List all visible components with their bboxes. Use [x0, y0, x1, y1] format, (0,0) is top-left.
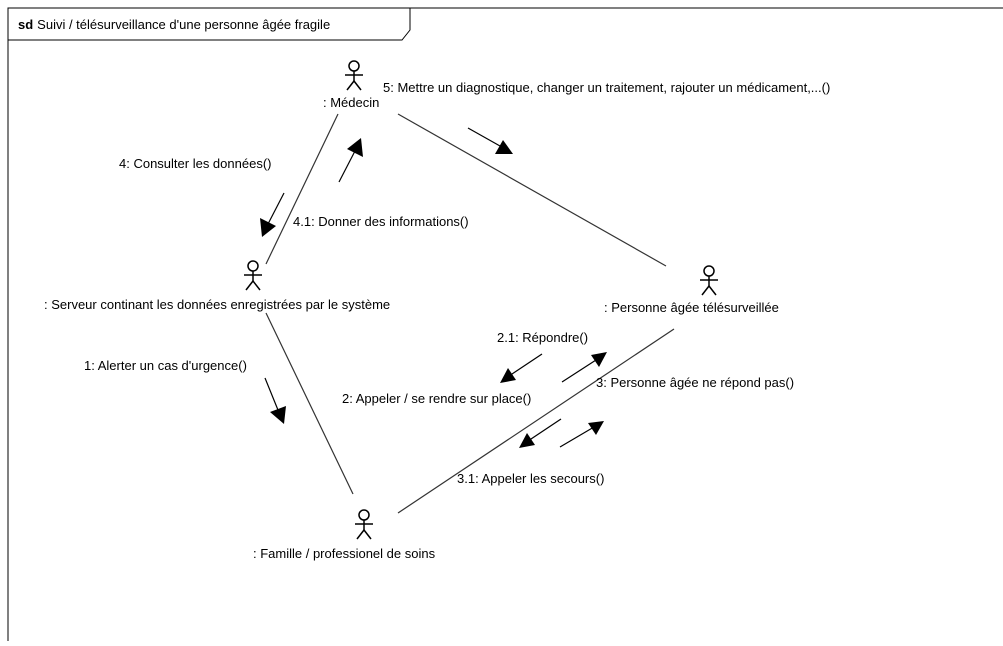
- message-arrow-shaft: [508, 353, 543, 377]
- message-3-1: 3.1: Appeler les secours(): [457, 418, 604, 486]
- message-4-1: 4.1: Donner des informations(): [293, 138, 469, 229]
- message-2: 2: Appeler / se rendre sur place(): [342, 352, 607, 406]
- diagram-frame: [7, 7, 1003, 646]
- message-label: 4.1: Donner des informations(): [293, 214, 469, 229]
- message-label: 3.1: Appeler les secours(): [457, 471, 604, 486]
- message-arrow-shaft: [561, 359, 597, 383]
- message-2-1: 2.1: Répondre(): [497, 330, 588, 383]
- message-arrow-shaft: [527, 418, 562, 442]
- actor-icon: [354, 509, 374, 540]
- actor-label: : Personne âgée télésurveillée: [604, 300, 779, 315]
- link-personne-famille: [397, 328, 675, 514]
- arrowhead-icon: [591, 352, 607, 367]
- link-medecin-personne: [397, 113, 667, 267]
- message-arrow-shaft: [267, 192, 285, 225]
- frame-keyword: sd: [18, 17, 33, 32]
- message-label: 3: Personne âgée ne répond pas(): [596, 375, 794, 390]
- arrowhead-icon: [260, 218, 276, 237]
- actor-label: : Médecin: [323, 95, 379, 110]
- link-medecin-serveur: [265, 113, 339, 265]
- actor-label: : Famille / professionel de soins: [253, 546, 436, 561]
- message-1: 1: Alerter un cas d'urgence(): [84, 358, 286, 424]
- arrowhead-icon: [495, 140, 513, 154]
- actor-label: : Serveur continant les données enregist…: [44, 297, 390, 312]
- message-arrow-shaft: [338, 150, 356, 183]
- actor-famille: : Famille / professionel de soins: [253, 509, 436, 561]
- message-3: 3: Personne âgée ne répond pas(): [559, 375, 794, 448]
- message-arrow-shaft: [559, 426, 595, 448]
- arrowhead-icon: [500, 368, 516, 383]
- arrowhead-icon: [588, 421, 604, 435]
- actor-icon: [243, 260, 263, 291]
- frame-title-text: Suivi / télésurveillance d'une personne …: [37, 17, 330, 32]
- actor-personne: : Personne âgée télésurveillée: [604, 265, 779, 315]
- message-arrow-shaft: [467, 127, 501, 147]
- arrowhead-icon: [519, 433, 535, 448]
- frame-title: sd Suivi / télésurveillance d'une personn…: [18, 17, 330, 32]
- message-4: 4: Consulter les données(): [119, 156, 285, 237]
- message-arrow-shaft: [264, 377, 279, 411]
- actor-serveur: : Serveur continant les données enregist…: [44, 260, 390, 312]
- actor-medecin: : Médecin: [323, 60, 379, 110]
- actor-icon: [344, 60, 364, 91]
- message-label: 4: Consulter les données(): [119, 156, 271, 171]
- arrowhead-icon: [347, 138, 363, 157]
- message-label: 1: Alerter un cas d'urgence(): [84, 358, 247, 373]
- frame-title-tab: [8, 8, 411, 41]
- arrowhead-icon: [270, 406, 286, 424]
- message-label: 2: Appeler / se rendre sur place(): [342, 391, 531, 406]
- actor-icon: [699, 265, 719, 296]
- message-5: 5: Mettre un diagnostique, changer un tr…: [383, 80, 830, 154]
- link-serveur-famille: [265, 312, 354, 495]
- message-label: 2.1: Répondre(): [497, 330, 588, 345]
- message-label: 5: Mettre un diagnostique, changer un tr…: [383, 80, 830, 95]
